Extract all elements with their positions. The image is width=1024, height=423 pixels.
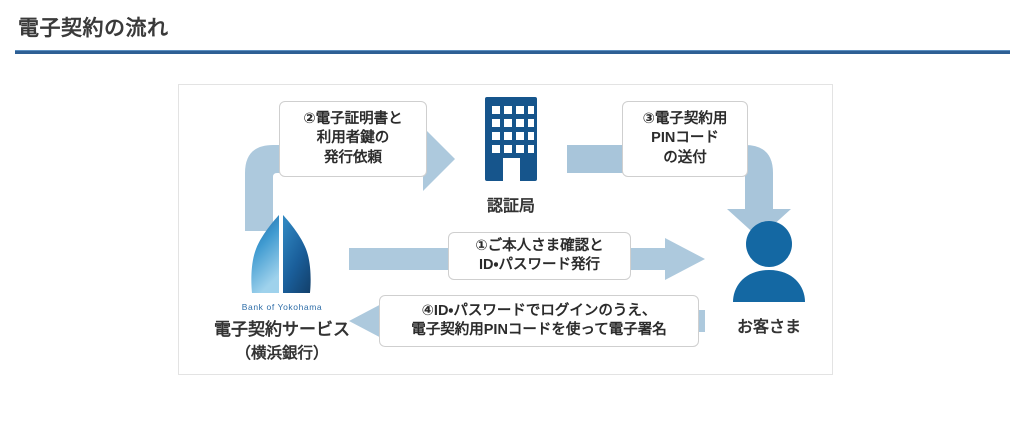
callout-step-1-line-1: ①ご本人さま確認と: [475, 237, 604, 254]
callout-step-2-line-3: 発行依頼: [324, 149, 382, 166]
callout-step-3-line-3: の送付: [663, 149, 707, 166]
callout-step-2-line-1: ②電子証明書と: [303, 111, 403, 128]
bank-of-yokohama-logo: [251, 215, 311, 293]
node-bank-label-line-1: 電子契約サービス: [214, 320, 350, 339]
node-certificate-authority: 認証局: [471, 95, 551, 216]
callout-step-1: ①ご本人さま確認と ID・パスワード発行: [448, 232, 631, 280]
node-bank: Bank of Yokohama 電子契約サービス （横浜銀行）: [187, 213, 377, 363]
callout-step-2-line-2: 利用者鍵の: [316, 130, 390, 147]
callout-step-3-line-1: ③電子契約用: [642, 111, 728, 128]
node-certificate-authority-label: 認証局: [486, 198, 535, 215]
node-customer: お客さま: [714, 220, 824, 337]
callout-step-3-line-2: PINコード: [651, 130, 719, 147]
title-divider: [15, 50, 1010, 54]
bank-logo-english-text: Bank of Yokohama: [241, 302, 323, 312]
office-building-icon: [485, 97, 537, 181]
callout-step-1-line-2: ID・パスワード発行: [479, 257, 600, 273]
node-customer-label: お客さま: [736, 319, 801, 336]
page-title: 電子契約の流れ: [18, 17, 169, 40]
callout-step-4-line-1: ④ID・パスワードでログインのうえ、: [421, 302, 657, 319]
callout-step-3: ③電子契約用 PINコード の送付: [622, 101, 748, 177]
node-bank-label-line-2: （横浜銀行）: [235, 345, 329, 362]
person-icon: [733, 221, 805, 302]
callout-step-2: ②電子証明書と 利用者鍵の 発行依頼: [279, 101, 427, 177]
flow-diagram-container: ②電子証明書と 利用者鍵の 発行依頼 ③電子契約用 PINコード の送付 ①ご本…: [178, 84, 833, 375]
callout-step-4-line-2: 電子契約用PINコードを使って電子署名: [411, 322, 667, 338]
callout-step-4: ④ID・パスワードでログインのうえ、 電子契約用PINコードを使って電子署名: [379, 295, 699, 347]
